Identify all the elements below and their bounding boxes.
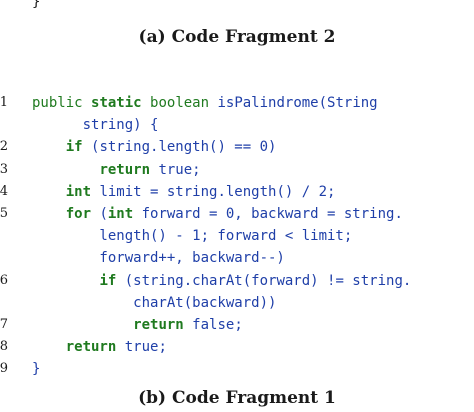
- line-number: 5: [0, 205, 8, 221]
- code-text: }: [32, 358, 40, 380]
- code-keyword: return: [65, 339, 125, 356]
- code-keyword: return: [133, 316, 193, 333]
- code-text: length() - 1; forward < limit;: [32, 225, 352, 247]
- code-token: }: [32, 361, 41, 378]
- code-line: 9}: [0, 358, 474, 380]
- code-line: 8 return true;: [0, 336, 474, 358]
- caption-code-fragment-2: (a) Code Fragment 2: [138, 27, 336, 47]
- line-number: 4: [0, 183, 8, 199]
- line-number: 8: [0, 339, 8, 355]
- code-listing: 1 public static boolean isPalindrome(Stri…: [0, 92, 474, 380]
- code-text: if (string.charAt(forward) != string.: [32, 270, 411, 292]
- code-token: true;: [158, 161, 201, 178]
- code-line: 6 if (string.charAt(forward) != string.: [0, 270, 474, 292]
- code-token: [32, 317, 133, 333]
- code-line: forward++, backward--): [0, 247, 474, 269]
- code-type: public: [32, 95, 92, 111]
- code-token: true;: [124, 339, 167, 356]
- code-token: [32, 139, 66, 155]
- code-keyword: return: [99, 161, 159, 178]
- code-line: string) {: [0, 114, 474, 136]
- code-type: boolean: [150, 95, 218, 111]
- line-number: 7: [0, 316, 8, 332]
- code-text: int limit = string.length() / 2;: [32, 181, 336, 203]
- code-keyword: int: [107, 205, 142, 222]
- code-text: charAt(backward)): [32, 292, 276, 314]
- code-token: [32, 184, 66, 200]
- code-line: 5 for (int forward = 0, backward = strin…: [0, 203, 474, 225]
- code-line: 7 return false;: [0, 314, 474, 336]
- code-keyword: if: [65, 139, 92, 156]
- code-token: forward = 0, backward = string.: [141, 205, 403, 222]
- code-keyword: if: [99, 272, 125, 289]
- code-token: [32, 206, 66, 222]
- code-text: return false;: [32, 314, 243, 336]
- code-line: 2 if (string.length() == 0): [0, 136, 474, 158]
- code-line: length() - 1; forward < limit;: [0, 225, 474, 247]
- code-token: (string.charAt(forward) != string.: [124, 272, 412, 289]
- line-number: 1: [0, 95, 8, 110]
- line-number: 2: [0, 139, 8, 155]
- code-token: limit = string.length() / 2;: [99, 183, 336, 200]
- line-number: 3: [0, 161, 8, 177]
- code-token: (string.length() == 0): [91, 139, 277, 156]
- code-token: string) {: [32, 117, 159, 134]
- code-token: [32, 339, 66, 355]
- code-line: 1 public static boolean isPalindrome(Stri…: [0, 92, 474, 114]
- code-token: [32, 273, 99, 289]
- code-token: charAt(backward)): [32, 294, 277, 311]
- code-token: forward++, backward--): [32, 250, 285, 267]
- code-token: [32, 162, 99, 178]
- code-text: string) {: [32, 114, 159, 136]
- code-token: length() - 1; forward < limit;: [32, 228, 353, 245]
- code-text: if (string.length() == 0): [32, 136, 277, 158]
- code-token: false;: [192, 316, 243, 333]
- code-line: 4 int limit = string.length() / 2;: [0, 181, 474, 203]
- code-text: return true;: [32, 159, 201, 181]
- code-keyword: static: [91, 95, 151, 111]
- code-line: 3 return true;: [0, 159, 474, 181]
- code-keyword: int: [65, 183, 100, 200]
- line-number: 9: [0, 361, 8, 377]
- closing-brace-fragment-2: }: [32, 0, 41, 10]
- code-token: isPalindrome(String: [217, 95, 378, 111]
- code-token: (: [99, 205, 108, 222]
- code-keyword: for: [65, 205, 100, 222]
- code-line: charAt(backward)): [0, 292, 474, 314]
- code-text: return true;: [32, 336, 167, 358]
- code-text: forward++, backward--): [32, 247, 285, 269]
- code-text: public static boolean isPalindrome(Strin…: [32, 92, 378, 114]
- caption-code-fragment-1: (b) Code Fragment 1: [138, 388, 336, 408]
- line-number: 6: [0, 272, 8, 288]
- code-text: for (int forward = 0, backward = string.: [32, 203, 403, 225]
